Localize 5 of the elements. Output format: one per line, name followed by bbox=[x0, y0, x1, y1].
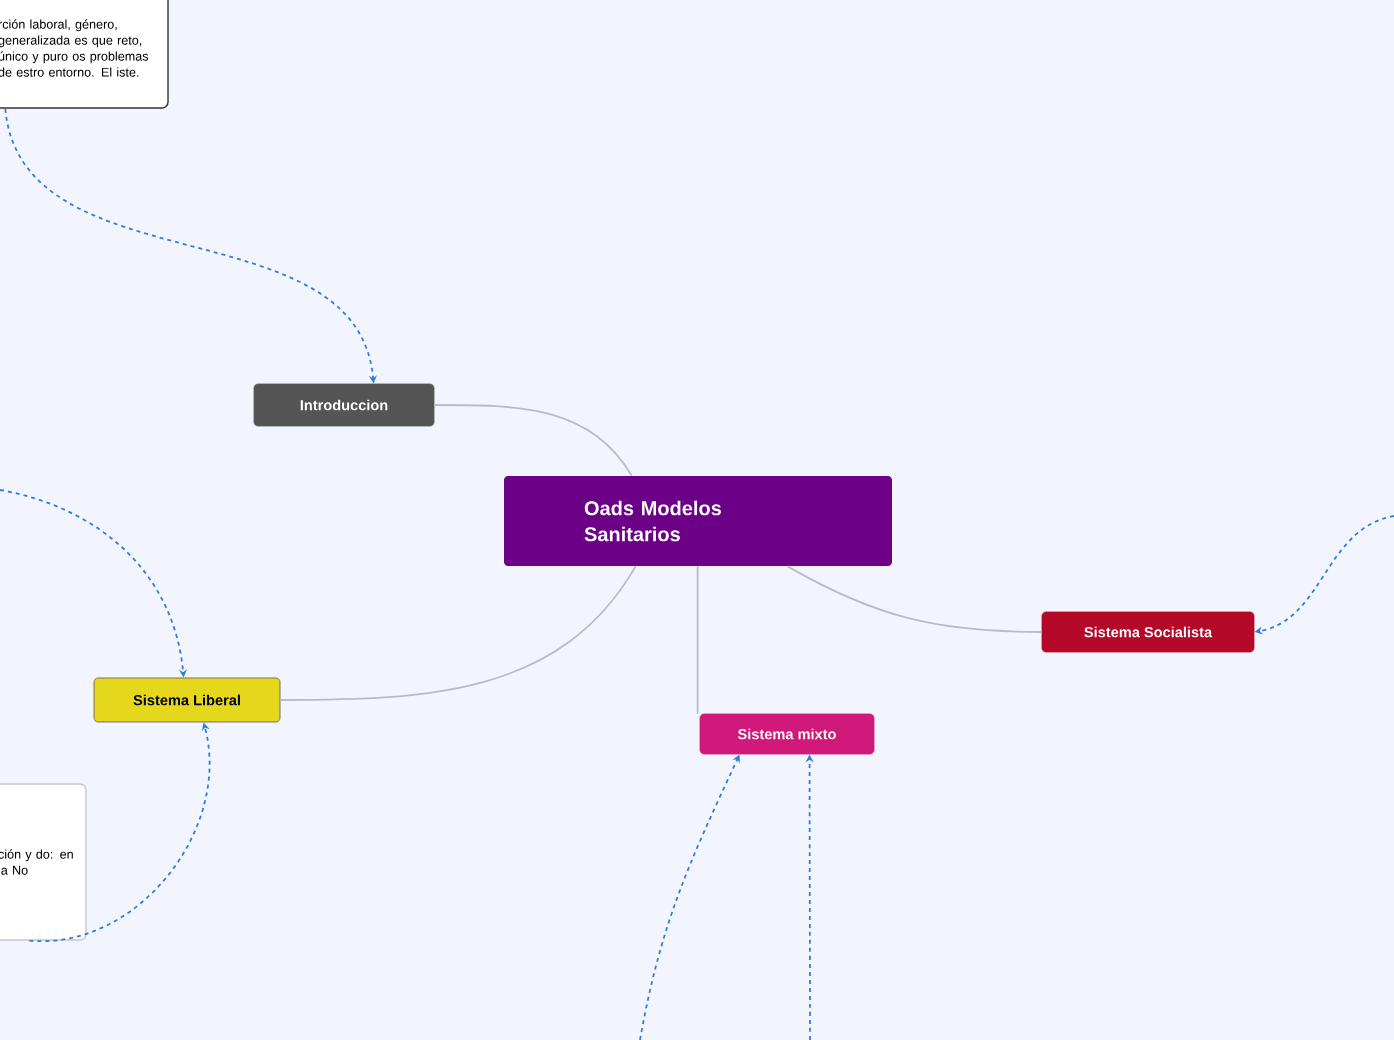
branch-line bbox=[433, 404, 633, 477]
branch-line bbox=[279, 565, 637, 701]
central-topic-box: Oads Modelos Sanitarios bbox=[504, 476, 892, 566]
branch-line bbox=[786, 565, 1043, 633]
branch-line bbox=[696, 565, 699, 715]
